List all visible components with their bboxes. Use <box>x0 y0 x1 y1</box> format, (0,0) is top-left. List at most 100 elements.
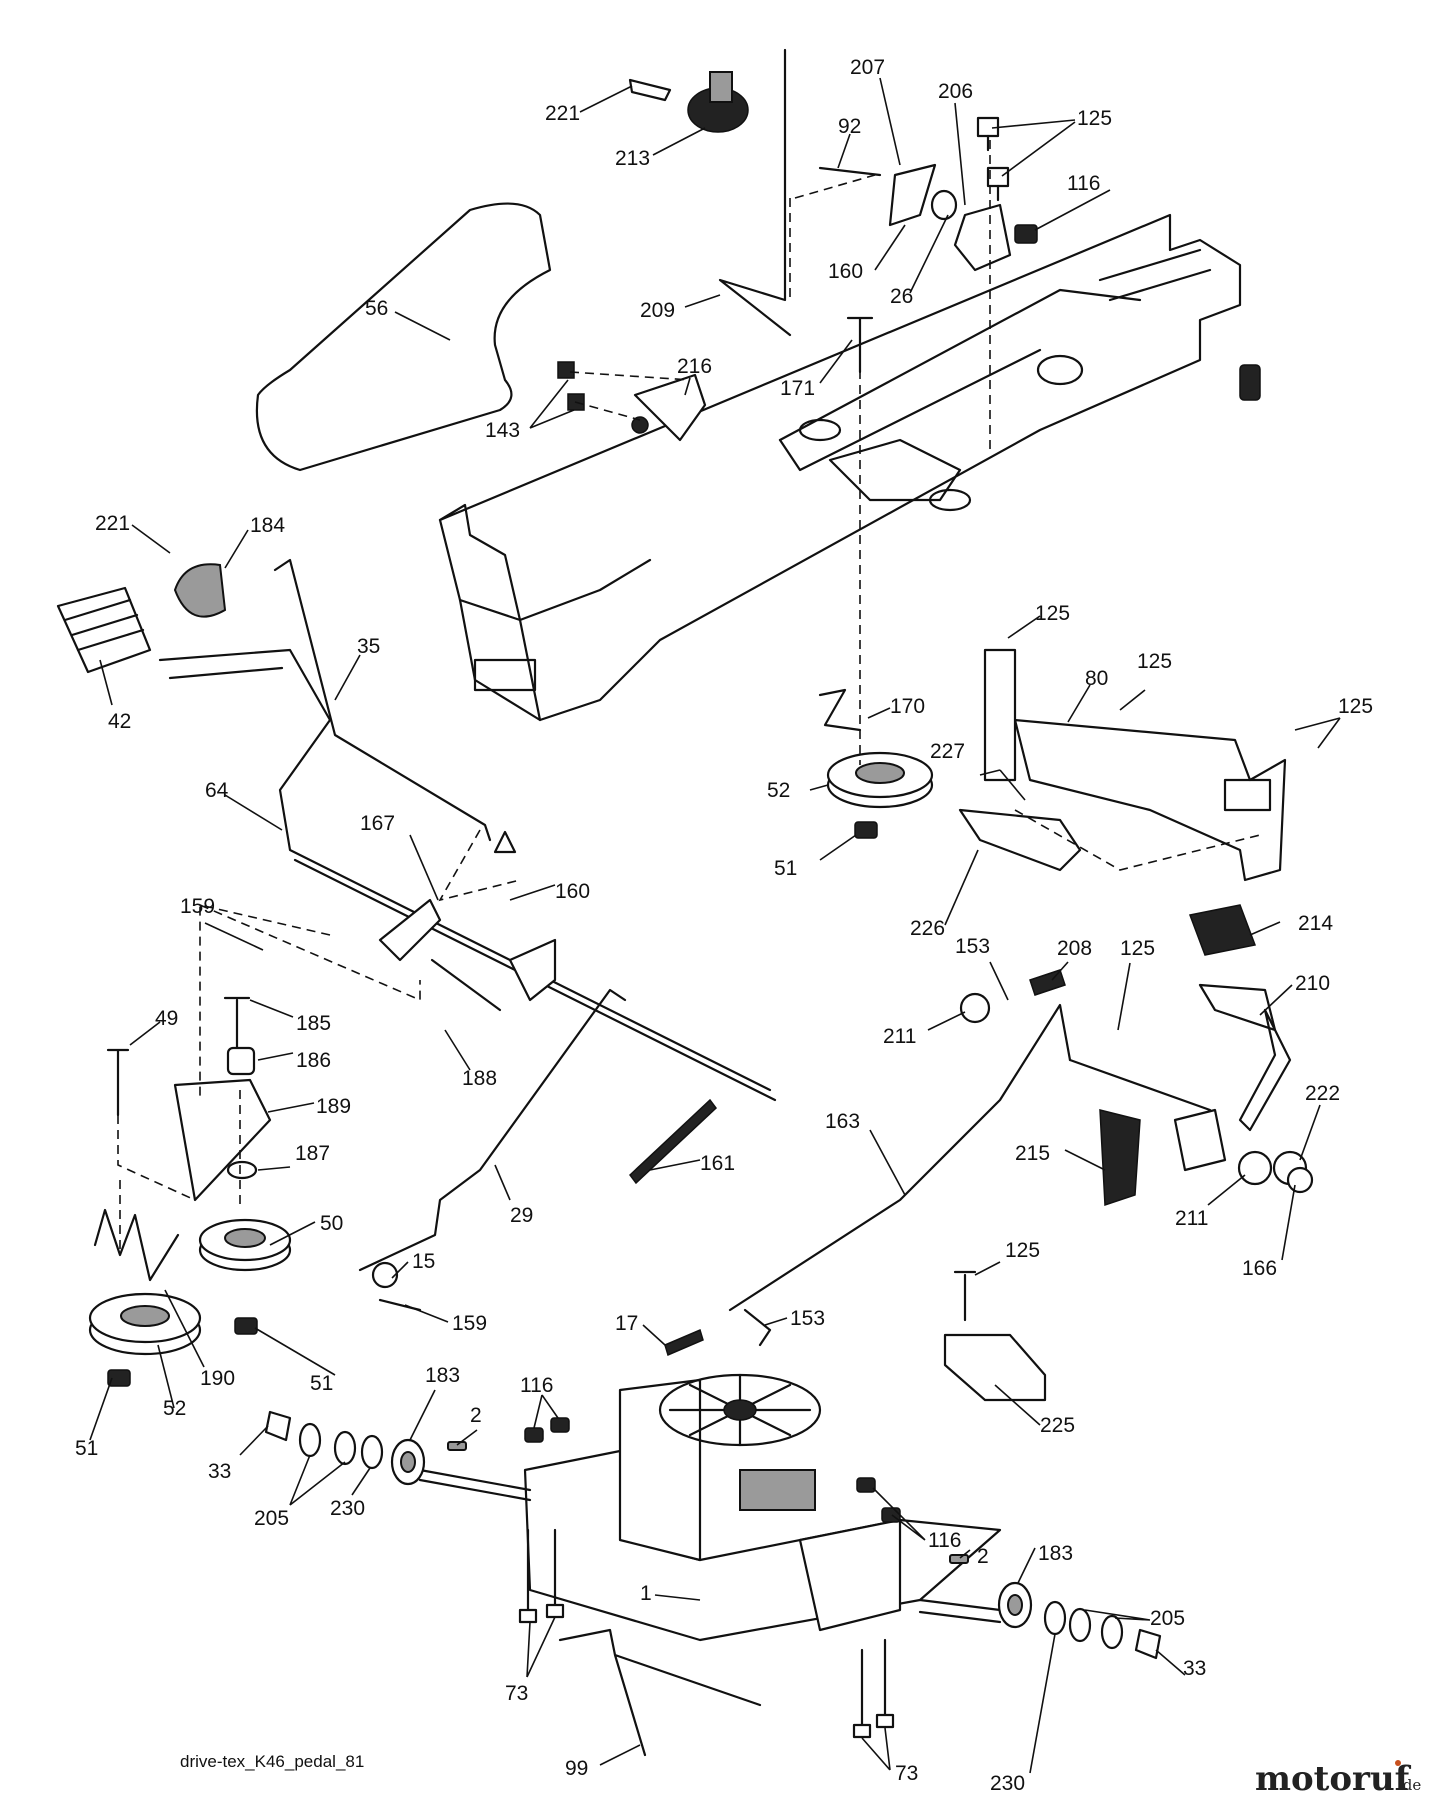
watermark-logo: motoruf .de <box>1255 1759 1421 1799</box>
part-206-plate <box>930 189 1012 272</box>
part-184-cap <box>173 563 227 618</box>
callout-189: 189 <box>316 1095 351 1118</box>
callout-51a: 51 <box>774 857 797 880</box>
part-99-rod <box>558 1628 762 1757</box>
callout-42: 42 <box>108 710 131 733</box>
callout-160a: 160 <box>828 260 863 283</box>
callout-227: 227 <box>930 740 965 763</box>
part-230-washer-a <box>360 1434 384 1470</box>
callout-99: 99 <box>565 1757 588 1780</box>
callout-143: 143 <box>485 419 520 442</box>
callout-167: 167 <box>360 812 395 835</box>
part-207-lever <box>888 163 937 227</box>
callout-159a: 159 <box>180 895 215 918</box>
callout-230a: 230 <box>330 1497 365 1520</box>
part-222-washers <box>1237 1150 1314 1194</box>
part-215-cover <box>1099 1109 1141 1207</box>
callout-209: 209 <box>640 299 675 322</box>
part-2-key-b <box>949 1554 969 1564</box>
part-183-bushing-b <box>997 1581 1033 1629</box>
callout-29: 29 <box>510 1204 533 1227</box>
part-153-clip <box>743 1308 772 1347</box>
part-50-pulley <box>198 1218 292 1272</box>
callout-226: 226 <box>910 917 945 940</box>
watermark-suffix: .de <box>1398 1776 1421 1794</box>
part-188-plate <box>430 938 557 1012</box>
diagram-caption: drive-tex_K46_pedal_81 <box>180 1752 364 1771</box>
part-51-nut-c <box>107 1369 131 1387</box>
part-170-spring <box>818 688 862 732</box>
callout-188: 188 <box>462 1067 497 1090</box>
part-cross-shaft <box>1068 1058 1212 1112</box>
callout-214: 214 <box>1298 912 1333 935</box>
part-226-plate <box>958 808 1082 872</box>
watermark-brand: motoruf <box>1255 1759 1412 1799</box>
part-125-bolts-top <box>976 116 1010 202</box>
callout-171: 171 <box>780 377 815 400</box>
part-92-pin <box>818 166 882 177</box>
callout-33a: 33 <box>208 1460 231 1483</box>
callout-153a: 153 <box>955 935 990 958</box>
callout-205b: 205 <box>1150 1607 1185 1630</box>
callout-185: 185 <box>296 1012 331 1035</box>
right-axle <box>918 1598 1002 1624</box>
callout-184: 184 <box>250 514 285 537</box>
callout-49: 49 <box>155 1007 178 1030</box>
callout-116a: 116 <box>1067 172 1100 195</box>
part-80-bracket <box>983 648 1287 882</box>
callout-125c: 125 <box>1137 650 1172 673</box>
part-205-washers-b <box>1068 1607 1124 1650</box>
watermark-dot <box>1395 1760 1401 1766</box>
drive-belt-56 <box>255 202 552 472</box>
part-185-bolt <box>223 996 251 1052</box>
callout-80: 80 <box>1085 667 1108 690</box>
part-35-rod <box>273 558 492 842</box>
callout-125e: 125 <box>1120 937 1155 960</box>
part-171-bolt <box>846 316 874 374</box>
part-230-washer-b <box>1043 1600 1067 1636</box>
callout-125d: 125 <box>1338 695 1373 718</box>
callout-35: 35 <box>357 635 380 658</box>
callout-205a: 205 <box>254 1507 289 1530</box>
part-167-arm <box>378 898 442 962</box>
part-73-bolts <box>518 1528 895 1739</box>
part-189-plate <box>173 1078 272 1202</box>
chassis-frame <box>438 213 1261 722</box>
part-42-grip <box>56 586 152 674</box>
part-187-washer <box>226 1160 258 1180</box>
callout-2a: 2 <box>470 1404 482 1427</box>
callout-73b: 73 <box>895 1762 918 1785</box>
callout-215: 215 <box>1015 1142 1050 1165</box>
part-190-spring <box>93 1208 180 1282</box>
part-52-pulley-b <box>88 1292 202 1356</box>
part-64-shaft <box>158 648 772 1092</box>
callout-161: 161 <box>700 1152 735 1175</box>
callout-labels: 221 213 207 92 206 125 116 160 26 56 209… <box>75 56 1373 1795</box>
callout-33b: 33 <box>1183 1657 1206 1680</box>
part-186-spacer <box>226 1046 256 1076</box>
callout-211a: 211 <box>883 1025 916 1048</box>
callout-26: 26 <box>890 285 913 308</box>
part-213-knob <box>687 71 749 133</box>
callout-15: 15 <box>412 1250 435 1273</box>
callout-186: 186 <box>296 1049 331 1072</box>
assembly-lines <box>117 140 1261 1250</box>
part-221-clip <box>628 78 672 102</box>
callout-207: 207 <box>850 56 885 79</box>
part-163-rod <box>728 1003 1072 1312</box>
callout-225: 225 <box>1040 1414 1075 1437</box>
callout-51b: 51 <box>310 1372 333 1395</box>
callout-50: 50 <box>320 1212 343 1235</box>
callout-216: 216 <box>677 355 712 378</box>
part-1-transaxle <box>523 1373 1002 1642</box>
callout-206: 206 <box>938 80 973 103</box>
part-116-nut <box>1014 224 1038 244</box>
part-29-rod <box>358 988 627 1272</box>
callout-51c: 51 <box>75 1437 98 1460</box>
part-205-washers-a <box>298 1422 357 1466</box>
part-210-pedal <box>1173 983 1292 1172</box>
part-51-nut-a <box>854 821 878 839</box>
part-51-nut-b <box>234 1317 258 1335</box>
part-214-pad <box>1188 904 1257 956</box>
